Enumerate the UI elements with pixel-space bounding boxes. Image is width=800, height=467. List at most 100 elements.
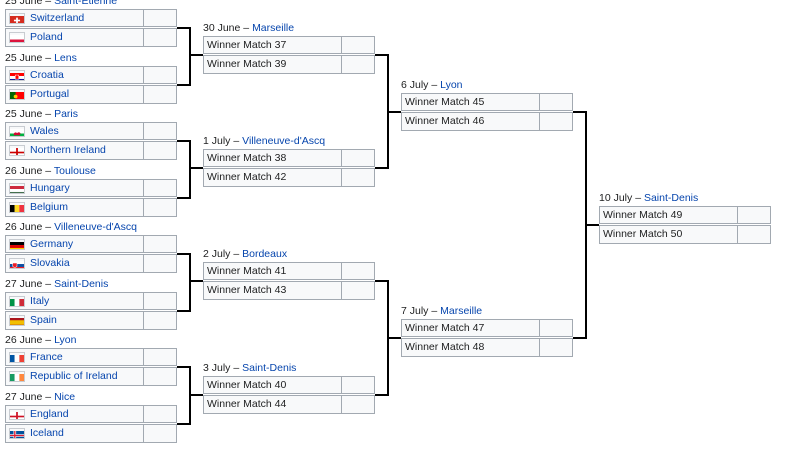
team-name[interactable]: Wales — [30, 125, 59, 137]
team-row: Italy — [5, 292, 177, 310]
date-venue-separator: – — [42, 0, 55, 7]
team-name[interactable]: Switzerland — [30, 12, 85, 24]
venue-link[interactable]: Saint-Étienne — [54, 0, 118, 7]
team-name[interactable]: Belgium — [30, 201, 68, 213]
team-name[interactable]: Republic of Ireland — [30, 370, 118, 382]
team-name-link[interactable]: Poland — [6, 29, 144, 46]
italy-flag — [9, 296, 25, 307]
team-name-link[interactable]: Germany — [6, 236, 144, 252]
team-name-link[interactable]: Spain — [6, 312, 144, 329]
venue-link[interactable]: Saint-Denis — [242, 362, 297, 374]
match-date: 25 June — [5, 0, 43, 7]
venue-link[interactable]: Lyon — [54, 334, 77, 346]
venue-link[interactable]: Bordeaux — [242, 248, 288, 260]
match-date: 25 June — [5, 52, 43, 64]
team-placeholder: Winner Match 39 — [204, 56, 342, 73]
team-row: Poland — [5, 28, 177, 47]
venue-link[interactable]: Paris — [54, 108, 78, 120]
team-row: Winner Match 38 — [203, 149, 375, 167]
team-name[interactable]: Spain — [30, 314, 57, 326]
venue-link[interactable]: Nice — [54, 391, 76, 403]
team-name-link[interactable]: Portugal — [6, 86, 144, 103]
spain-flag — [9, 315, 25, 326]
match-header: 26 June – Lyon — [5, 333, 76, 348]
venue-link[interactable]: Saint-Denis — [643, 192, 699, 204]
venue-link[interactable]: Saint-Denis — [54, 278, 109, 290]
date-venue-separator: – — [428, 79, 441, 91]
team-name-link[interactable]: Iceland — [6, 425, 144, 442]
match-date: 26 June — [5, 334, 43, 346]
team-row: Northern Ireland — [5, 141, 177, 160]
venue-link[interactable]: Lens — [54, 52, 77, 64]
team-name[interactable]: Hungary — [30, 182, 70, 194]
team-name-link[interactable]: France — [6, 349, 144, 365]
connector-round1-to-quarterfinals-4 — [177, 366, 203, 425]
team-name-link[interactable]: Republic of Ireland — [6, 368, 144, 385]
team-name-link[interactable]: Croatia — [6, 67, 144, 83]
match-header: 26 June – Villeneuve-d'Ascq — [5, 220, 137, 235]
team-row: France — [5, 348, 177, 366]
switzerland-flag — [9, 13, 25, 24]
england-flag — [9, 409, 25, 420]
team-name-link[interactable]: Wales — [6, 123, 144, 139]
team-name-link[interactable]: Belgium — [6, 199, 144, 216]
date-venue-separator: – — [230, 362, 243, 374]
team-row: Portugal — [5, 85, 177, 104]
venue-link[interactable]: Marseille — [252, 22, 295, 34]
team-name[interactable]: England — [30, 408, 69, 420]
team-row: Germany — [5, 235, 177, 253]
team-name[interactable]: Portugal — [30, 88, 70, 100]
team-name-link[interactable]: England — [6, 406, 144, 422]
team-name-link[interactable]: Slovakia — [6, 255, 144, 272]
match-date: 25 June — [5, 108, 43, 120]
team-row: Winner Match 37 — [203, 36, 375, 54]
team-name[interactable]: Iceland — [30, 427, 64, 439]
venue-link[interactable]: Toulouse — [53, 165, 96, 177]
venue-link[interactable]: Marseille — [440, 305, 483, 317]
team-row: Wales — [5, 122, 177, 140]
team-row: Winner Match 42 — [203, 168, 375, 187]
match-header: 25 June – Lens — [5, 51, 77, 66]
team-name[interactable]: Slovakia — [30, 257, 70, 269]
team-name[interactable]: Croatia — [30, 69, 64, 81]
venue-link[interactable]: Villeneuve-d'Ascq — [242, 135, 326, 147]
match-header: 27 June – Saint-Denis — [5, 277, 108, 292]
team-name-link[interactable]: Hungary — [6, 180, 144, 196]
venue-link[interactable]: Villeneuve-d'Ascq — [54, 221, 138, 233]
match-date: 6 July — [401, 79, 429, 91]
team-row: Winner Match 39 — [203, 55, 375, 74]
date-venue-separator: – — [230, 135, 243, 147]
match-header: 27 June – Nice — [5, 390, 75, 405]
date-venue-separator: – — [230, 248, 243, 260]
date-venue-separator: – — [42, 165, 54, 177]
match-date: 10 July — [599, 192, 633, 204]
team-name-link[interactable]: Switzerland — [6, 10, 144, 26]
team-name-link[interactable]: Italy — [6, 293, 144, 309]
team-name[interactable]: Poland — [30, 31, 63, 43]
team-name[interactable]: Germany — [30, 238, 74, 250]
date-venue-separator: – — [42, 108, 55, 120]
team-placeholder: Winner Match 45 — [402, 94, 540, 110]
venue-link[interactable]: Lyon — [440, 79, 463, 91]
team-placeholder: Winner Match 41 — [204, 263, 342, 279]
team-placeholder: Winner Match 40 — [204, 377, 342, 393]
match-date: 2 July — [203, 248, 231, 260]
team-placeholder: Winner Match 50 — [600, 226, 738, 243]
team-name[interactable]: Italy — [30, 295, 50, 307]
team-name-link[interactable]: Northern Ireland — [6, 142, 144, 159]
match-date: 27 June — [5, 391, 43, 403]
belgium-flag — [9, 202, 25, 213]
connector-round1-to-quarterfinals-3 — [177, 253, 203, 312]
team-name[interactable]: Northern Ireland — [30, 144, 106, 156]
portugal-flag — [9, 89, 25, 100]
match-header: 2 July – Bordeaux — [203, 247, 287, 262]
team-row: Winner Match 46 — [401, 112, 573, 131]
team-name[interactable]: France — [30, 351, 63, 363]
